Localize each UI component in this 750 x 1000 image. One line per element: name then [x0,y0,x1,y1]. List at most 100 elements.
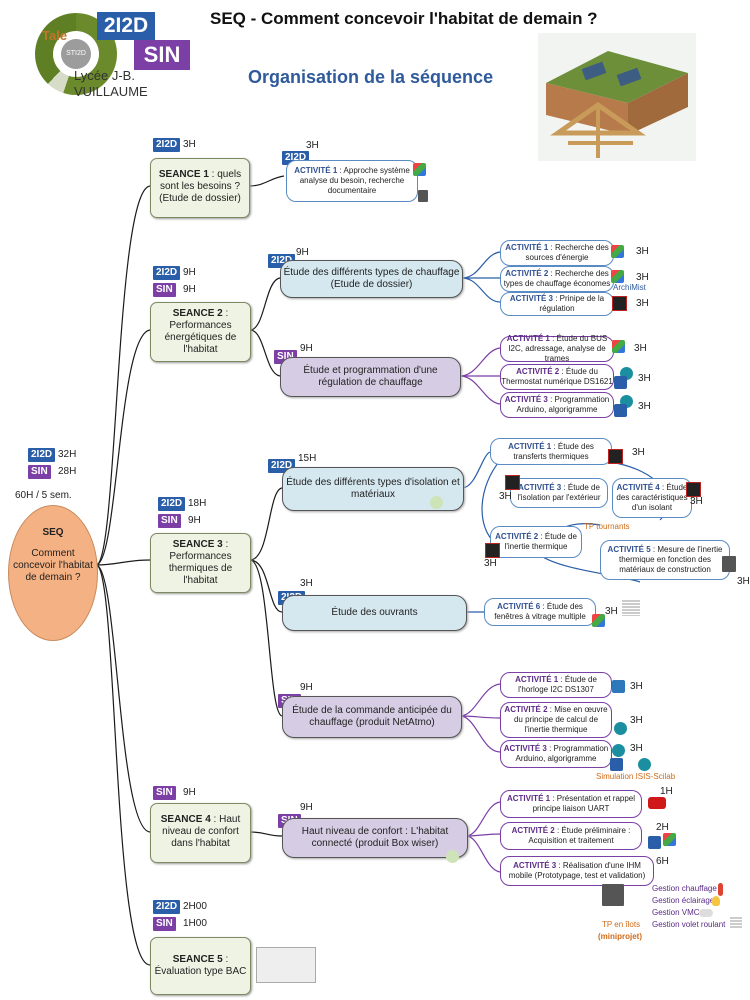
video-icon [648,797,666,809]
s3-sin-activity-1[interactable]: ACTIVITÉ 1 : Étude de l'horloge I2C DS13… [500,672,612,698]
s3s-a3-text: : Programmation Arduino, algorigramme [515,744,609,763]
seance3-2i2d-badge: 2I2D [158,497,186,511]
s3s-a2-label: ACTIVITÉ 2 [504,705,548,714]
s3-activity-5[interactable]: ACTIVITÉ 5 : Mesure de l'inertie thermiq… [600,540,730,580]
s2-a2-label: ACTIVITÉ 2 [505,269,549,278]
s3-a2-text: : Étude de l'inertie thermique [504,532,577,551]
cube-icon [413,163,426,176]
s2s-a1-text: : Étude du BUS I2C, adressage, analyse d… [508,334,608,363]
s2-activity-2[interactable]: ACTIVITÉ 2 : Recherche des types de chau… [500,266,614,292]
s3-a5-text: : Mesure de l'inertie thermique en fonct… [618,545,723,574]
total-duration: 60H / 5 sem. [15,490,72,501]
window-icon [622,600,640,616]
s2-a3-label: ACTIVITÉ 3 [509,294,553,303]
central-2i2d-hours: 32H [58,449,77,460]
bulb-icon [712,896,720,906]
s3-a6-hours: 3H [605,606,618,617]
s3-activity-4[interactable]: ACTIVITÉ 4 : Étude des caractéristiques … [612,478,692,518]
s2-activity-1[interactable]: ACTIVITÉ 1 : Recherche des sources d'éne… [500,240,614,266]
chip-icon [612,296,627,311]
s3-sin-activity-3[interactable]: ACTIVITÉ 3 : Programmation Arduino, algo… [500,740,612,768]
central-question: Comment concevoir l'habitat de demain ? [13,548,93,583]
s3-a4-label: ACTIVITÉ 4 [616,483,660,492]
seance4-box[interactable]: SEANCE 4 : Haut niveau de confort dans l… [150,803,251,863]
s2-sin-activity-2[interactable]: ACTIVITÉ 2 : Étude du Thermostat numériq… [500,364,614,390]
s2s-a1-label: ACTIVITÉ 1 [506,334,550,343]
s3-a2-hours: 3H [484,558,497,569]
tp-tournants-label: TP tournants [584,522,630,531]
s4-activity-3[interactable]: ACTIVITÉ 3 : Réalisation d'une IHM mobil… [500,856,654,886]
arduino-icon [614,722,627,735]
s2-a2-hours: 3H [636,272,649,283]
s3-activity-1[interactable]: ACTIVITÉ 1 : Étude des transferts thermi… [490,438,612,465]
s4-a1-hours: 1H [660,786,673,797]
theme-netatmo[interactable]: Étude de la commande anticipée du chauff… [282,696,462,738]
gestion-volet: Gestion volet roulant [652,920,726,929]
s1-activity-1[interactable]: ACTIVITÉ 1 : Approche système analyse du… [286,160,418,202]
theme-chauffage[interactable]: Étude des différents types de chauffage … [280,260,463,298]
seance2-text: : Performances énergétiques de l'habitat [164,308,237,355]
s2-activity-3[interactable]: ACTIVITÉ 3 : Prinipe de la régulation [500,292,614,316]
seance3-sin-badge: SIN [158,514,181,528]
chip-icon [505,475,520,490]
chip-icon [608,449,623,464]
s3-a1-text: : Étude des transferts thermiques [513,441,594,461]
logo-inner-label: STI2D [61,39,91,69]
logo-2i2d-badge: 2I2D [97,12,155,40]
page-subtitle: Organisation de la séquence [248,67,494,87]
theme1-text: Étude des différents types de chauffage … [283,267,460,290]
leaf-icon [446,850,459,863]
s3-a1-label: ACTIVITÉ 1 [508,441,552,451]
s4-a3-hours: 6H [656,856,669,867]
s3-activity-3[interactable]: ACTIVITÉ 3 : Étude de l'isolation par l'… [510,478,608,508]
s3-a4-text: : Étude des caractéristiques d'un isolan… [616,483,688,512]
s3-activity-2[interactable]: ACTIVITÉ 2 : Étude de l'inertie thermiqu… [490,526,582,558]
seance2-box[interactable]: SEANCE 2 : Performances énergétiques de … [150,302,251,362]
s3-a1-hours: 3H [632,447,645,458]
ilot-icon [602,884,624,906]
person-icon [418,190,428,202]
s2-sin-activity-1[interactable]: ACTIVITÉ 1 : Étude du BUS I2C, adressage… [500,334,614,363]
theme-ouvrants[interactable]: Étude des ouvrants [282,595,467,631]
gestion-chauffage: Gestion chauffage [652,884,717,893]
central-sin-badge: SIN [28,465,51,479]
vmc-icon [699,909,713,917]
s3-a6-text: : Étude des fenêtres à vitrage multiple [494,602,586,621]
theme6-text: Haut niveau de confort : L'habitat conne… [301,826,449,849]
s2-a3-text: : Prinipe de la régulation [539,294,605,313]
s1-a1-label: ACTIVITÉ 1 [294,166,338,175]
theme-box-wiser[interactable]: Haut niveau de confort : L'habitat conne… [282,818,468,858]
seance2-sin-hours: 9H [183,284,196,295]
s4-activity-1[interactable]: ACTIVITÉ 1 : Présentation et rappel prin… [500,790,642,818]
seance3-box[interactable]: SEANCE 3 : Performances thermiques de l'… [150,533,251,593]
theme3-text: Étude des différents types d'isolation e… [286,477,460,500]
cube-icon [663,833,676,846]
s2-sin-activity-3[interactable]: ACTIVITÉ 3 : Programmation Arduino, algo… [500,392,614,418]
arduino-icon [638,758,651,771]
gs-icon [614,404,627,417]
seance1-box[interactable]: SEANCE 1 : quels sont les besoins ? (Etu… [150,158,250,218]
s4-activity-2[interactable]: ACTIVITÉ 2 : Étude préliminaire : Acquis… [500,822,642,850]
arduino-icon [612,744,625,757]
seance5-2i2d-hours: 2H00 [183,901,207,912]
s2-a1-hours: 3H [636,246,649,257]
s3-activity-6[interactable]: ACTIVITÉ 6 : Étude des fenêtres à vitrag… [484,598,596,626]
seance2-2i2d-badge: 2I2D [153,266,181,280]
measure-device-icon [722,556,736,572]
s4-a2-hours: 2H [656,822,669,833]
s4-a1-label: ACTIVITÉ 1 [506,794,551,803]
seance5-box[interactable]: SEANCE 5 : Évaluation type BAC [150,937,251,995]
s2s-a1-hours: 3H [634,343,647,354]
logo-tale: Tale [42,28,68,43]
seance3-2i2d-hours: 18H [188,498,207,509]
s2s-a3-hours: 3H [638,401,651,412]
s3-sin-activity-2[interactable]: ACTIVITÉ 2 : Mise en œuvre du principe d… [500,702,612,738]
s1-a1-text: : Approche système analyse du besoin, re… [299,166,410,195]
seance2-2i2d-hours: 9H [183,267,196,278]
seance2-sin-badge: SIN [153,283,176,297]
theme-regulation[interactable]: Étude et programmation d'une régulation … [280,357,461,397]
s3-a4-hours: 3H [690,496,703,507]
s3-a3-label: ACTIVITÉ 3 [518,483,562,492]
theme2-text: Étude et programmation d'une régulation … [303,365,438,388]
s2-a1-text: : Recherche des sources d'énergie [525,243,609,262]
